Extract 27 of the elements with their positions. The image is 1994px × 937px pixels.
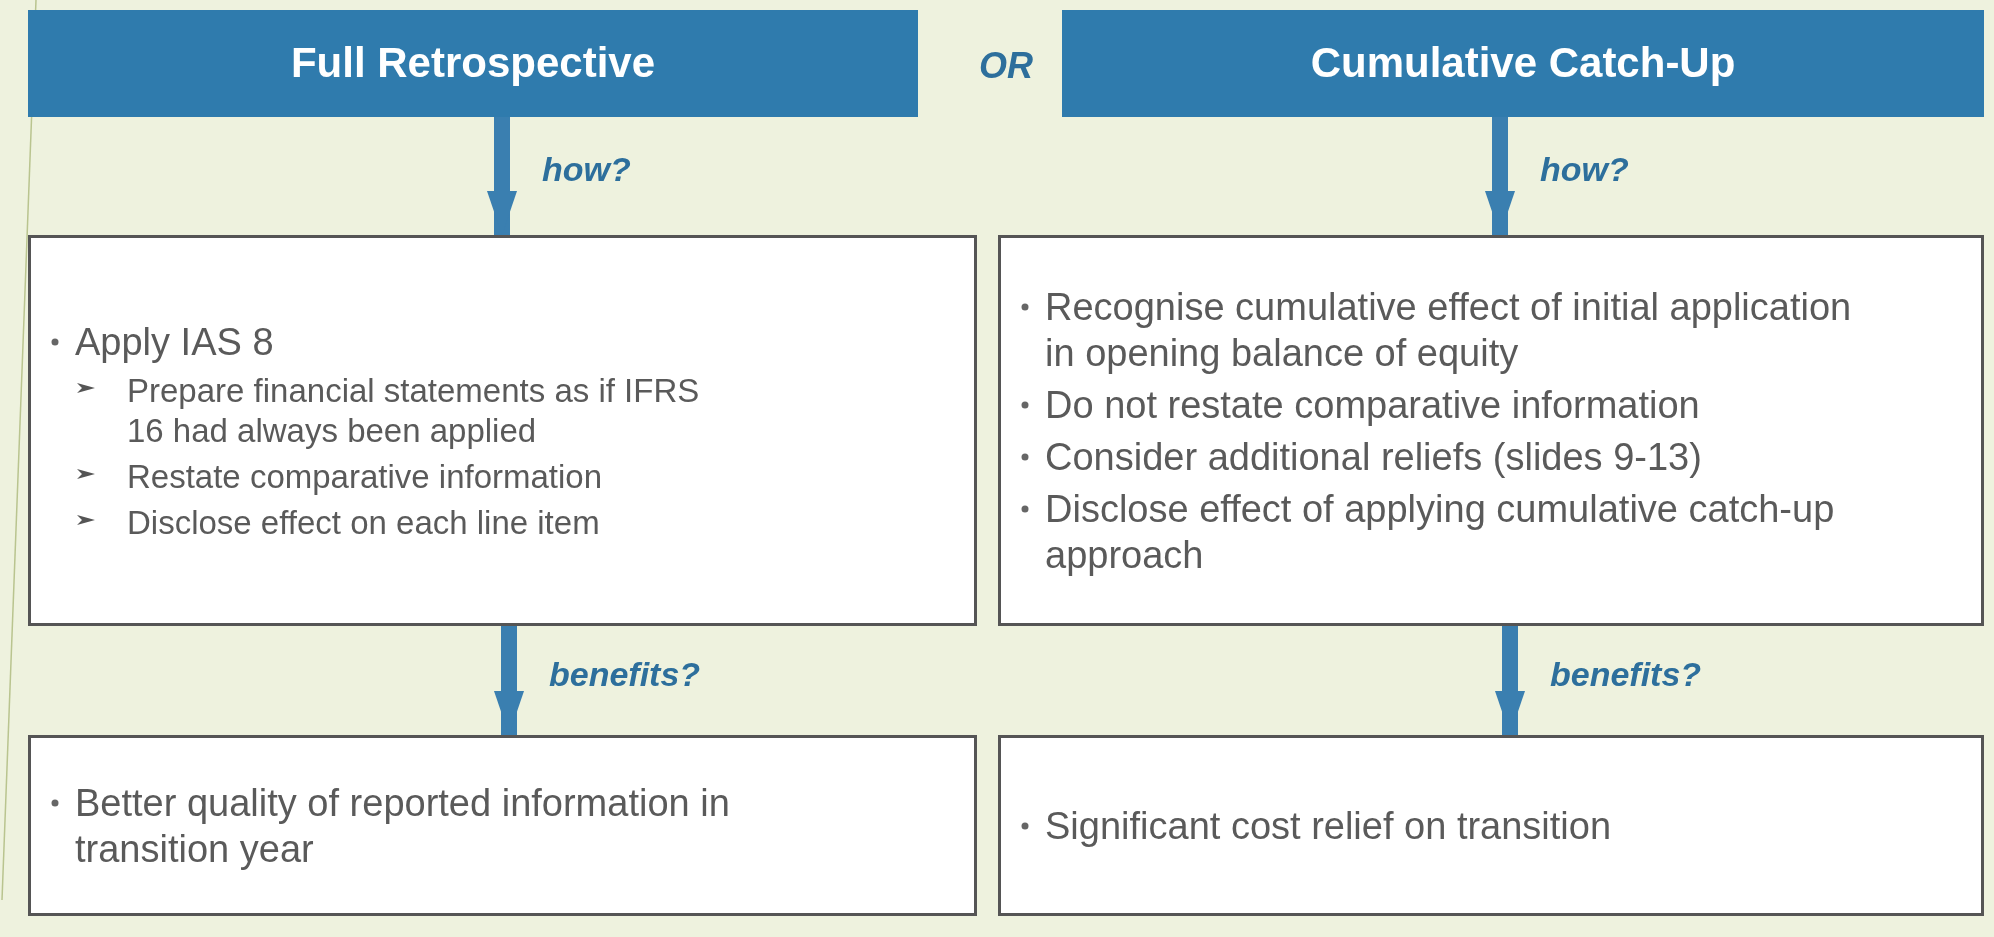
bullet-text: Disclose effect of applying cumulative catch-up approach bbox=[1045, 486, 1836, 578]
down-arrow bbox=[1495, 626, 1525, 735]
down-arrow bbox=[494, 626, 524, 735]
bullet-text: Consider additional reliefs (slides 9-13) bbox=[1045, 434, 1702, 480]
bullet-text: Apply IAS 8 bbox=[75, 319, 274, 365]
down-arrow bbox=[1485, 117, 1515, 235]
edge-label: benefits? bbox=[1550, 656, 1702, 691]
header-bar bbox=[28, 10, 918, 117]
text-box bbox=[998, 735, 1984, 916]
or-label: OR bbox=[978, 48, 1034, 84]
bullet-text: Better quality of reported information in transition year bbox=[75, 780, 731, 872]
bullet-text: Prepare financial statements as if IFRS 16 had always been applied bbox=[127, 370, 701, 451]
text-box bbox=[28, 235, 977, 626]
edge-label: benefits? bbox=[549, 656, 701, 691]
header-title: Cumulative Catch-Up bbox=[1310, 38, 1736, 89]
bullet-text: Disclose effect on each line item bbox=[127, 502, 600, 543]
bullet-text: Significant cost relief on transition bbox=[1045, 803, 1612, 849]
bullet-text: Recognise cumulative effect of initial application in opening balance of equity bbox=[1045, 284, 1853, 376]
text-box bbox=[998, 235, 1984, 626]
down-arrow bbox=[487, 117, 517, 235]
text-box bbox=[28, 735, 977, 916]
bullet-text: Restate comparative information bbox=[127, 456, 603, 497]
header-bar bbox=[1062, 10, 1984, 117]
header-title: Full Retrospective bbox=[290, 38, 656, 89]
edge-label: how? bbox=[542, 152, 631, 186]
edge-label: how? bbox=[1540, 152, 1629, 186]
bullet-text: Do not restate comparative information bbox=[1045, 382, 1700, 428]
